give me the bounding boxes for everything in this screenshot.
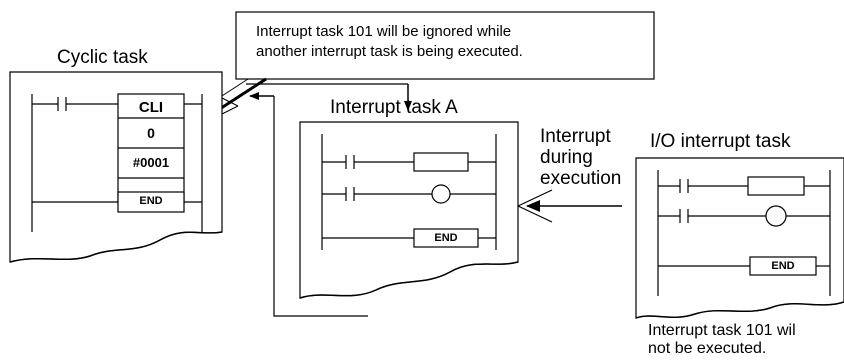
cli-operand-1: 0 xyxy=(147,125,155,141)
note-line-2: not be executed. xyxy=(648,340,767,357)
interrupt-task-a-title: Interrupt task A xyxy=(330,97,458,118)
cyclic-task-panel xyxy=(9,71,223,263)
interrupt-label-line-3: execution xyxy=(540,168,622,189)
io-interrupt-task-ladder xyxy=(657,170,831,296)
cyclic-task-torn-edge xyxy=(9,231,223,263)
io-interrupt-task-end-label: END xyxy=(771,260,795,272)
note-text: Interrupt task 101 wil not be executed. xyxy=(648,322,796,358)
io-interrupt-task-torn-edge xyxy=(635,301,844,319)
io-interrupt-task-panel xyxy=(635,157,844,319)
interrupt-task-a-panel xyxy=(299,121,519,299)
cyclic-task-end-label: END xyxy=(139,195,163,207)
cyclic-task-title: Cyclic task xyxy=(57,47,148,68)
cyclic-task-ladder xyxy=(31,93,203,232)
interrupt-task-a-ladder xyxy=(321,134,497,250)
callout-text: Interrupt task 101 will be ignored while… xyxy=(256,22,523,62)
interrupt-v-mark-a-upper xyxy=(517,189,553,207)
interrupt-during-execution-label: Interrupt during execution xyxy=(540,126,621,189)
interrupt-task-a-torn-edge xyxy=(299,261,519,299)
callout-line-1: Interrupt task 101 will be ignored while xyxy=(256,23,512,40)
callout-box xyxy=(235,11,655,80)
return-line xyxy=(273,96,368,317)
callout-line-2: another interrupt task is being executed… xyxy=(256,43,523,60)
interrupt-task-a-end-label: END xyxy=(434,232,458,244)
interrupt-label-line-1: Interrupt xyxy=(540,126,611,147)
cli-instruction-label: CLI xyxy=(138,99,164,116)
cli-operand-2: #0001 xyxy=(132,155,170,170)
interrupt-v-mark-upper xyxy=(221,97,239,107)
interrupt-v-mark-a-lower xyxy=(517,205,553,223)
interrupt-label-line-2: during xyxy=(540,147,593,168)
io-interrupt-task-title: I/O interrupt task xyxy=(650,131,791,152)
note-line-1: Interrupt task 101 wil xyxy=(648,322,796,339)
interrupt-v-mark-lower xyxy=(221,105,239,115)
